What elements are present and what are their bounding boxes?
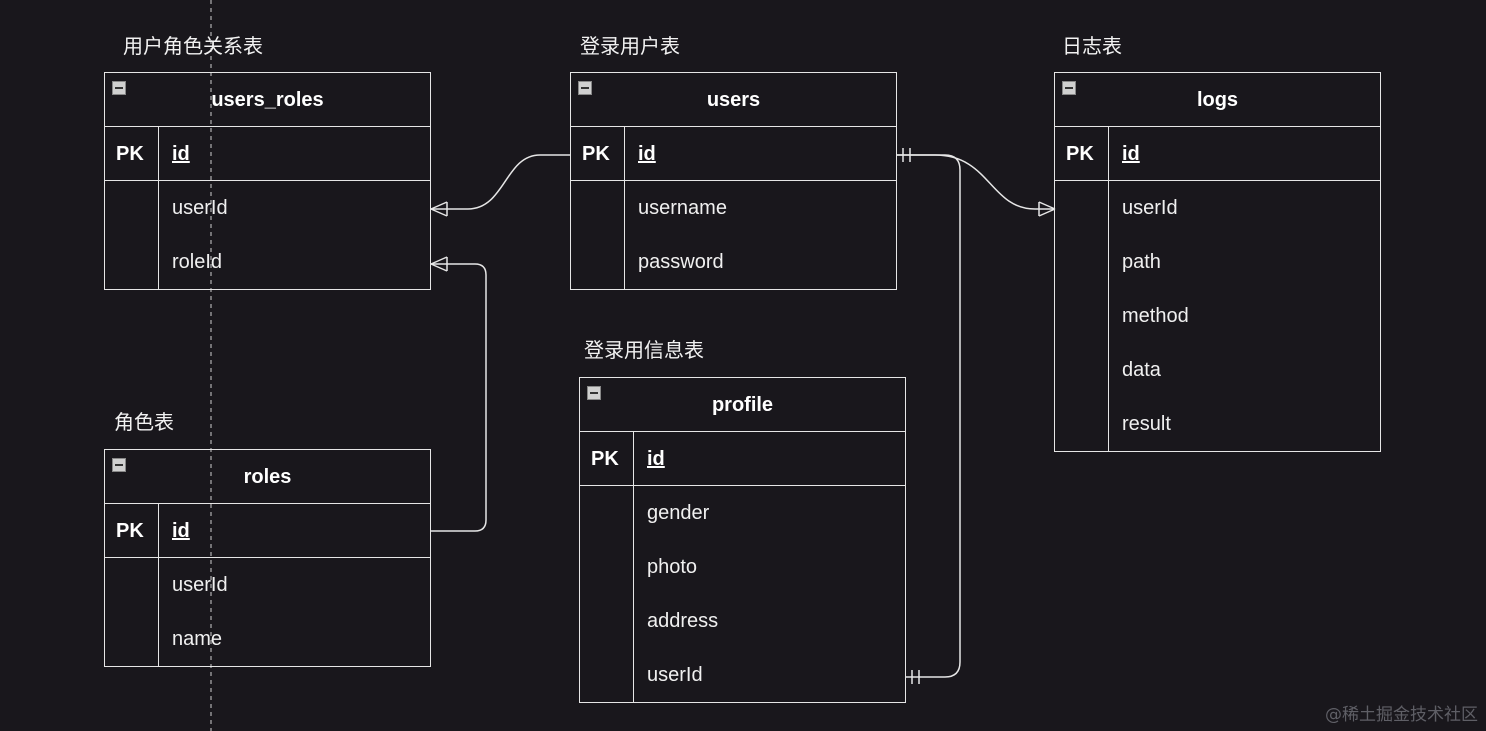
attribute-list: userId name — [105, 558, 430, 666]
collapse-icon[interactable] — [1062, 81, 1076, 95]
caption-roles: 角色表 — [114, 410, 174, 434]
pk-label: PK — [591, 448, 619, 470]
entity-header[interactable]: users — [571, 73, 896, 127]
key-column — [580, 432, 634, 485]
entity-users-roles[interactable]: users_roles PK id userId roleId — [104, 72, 431, 290]
rel-users-users-roles — [430, 154, 571, 217]
key-column — [105, 181, 159, 289]
entity-header[interactable]: users_roles — [105, 73, 430, 127]
entity-name: roles — [243, 466, 292, 488]
attribute-row[interactable]: userId — [647, 664, 703, 686]
entity-header[interactable]: roles — [105, 450, 430, 504]
attribute-row[interactable]: name — [172, 628, 223, 650]
pk-field: id — [638, 143, 656, 165]
entity-roles[interactable]: roles PK id userId name — [104, 449, 431, 667]
collapse-icon[interactable] — [112, 81, 126, 95]
caption-users-roles: 用户角色关系表 — [123, 34, 263, 58]
entity-users[interactable]: users PK id username password — [570, 72, 897, 290]
rel-roles-users-roles — [430, 256, 487, 532]
pk-row[interactable]: PK id — [105, 127, 430, 181]
key-column — [105, 504, 159, 557]
attribute-row[interactable]: roleId — [172, 251, 223, 273]
attribute-row[interactable]: address — [647, 610, 719, 632]
pk-label: PK — [116, 520, 144, 542]
pk-label: PK — [116, 143, 144, 165]
pk-field: id — [172, 520, 190, 542]
collapse-icon[interactable] — [587, 386, 601, 400]
key-column — [105, 127, 159, 180]
pk-label: PK — [582, 143, 610, 165]
entity-name: users_roles — [211, 89, 324, 111]
pk-row[interactable]: PK id — [580, 432, 905, 486]
caption-users: 登录用户表 — [580, 34, 680, 58]
entity-profile[interactable]: profile PK id gender photo address userI… — [579, 377, 906, 703]
attribute-list: userId roleId — [105, 181, 430, 289]
collapse-icon[interactable] — [578, 81, 592, 95]
pk-row[interactable]: PK id — [1055, 127, 1380, 181]
attribute-list: userId path method data result — [1055, 181, 1380, 451]
entity-name: logs — [1196, 89, 1239, 111]
pk-field: id — [647, 448, 665, 470]
attribute-row[interactable]: userId — [172, 574, 228, 596]
rel-users-logs — [897, 148, 1056, 217]
entity-name: users — [706, 89, 761, 111]
attribute-row[interactable]: data — [1122, 359, 1161, 381]
attribute-row[interactable]: gender — [647, 502, 710, 524]
key-column — [1055, 127, 1109, 180]
key-column — [580, 486, 634, 702]
key-column — [571, 181, 625, 289]
key-column — [571, 127, 625, 180]
pk-field: id — [1122, 143, 1140, 165]
attribute-row[interactable]: userId — [172, 197, 228, 219]
collapse-icon[interactable] — [112, 458, 126, 472]
attribute-row[interactable]: photo — [647, 556, 698, 578]
pk-label: PK — [1066, 143, 1094, 165]
key-column — [105, 558, 159, 666]
entity-header[interactable]: profile — [580, 378, 905, 432]
caption-profile: 登录用信息表 — [584, 338, 704, 362]
attribute-list: username password — [571, 181, 896, 289]
attribute-list: gender photo address userId — [580, 486, 905, 702]
caption-logs: 日志表 — [1062, 34, 1122, 58]
rel-users-profile — [897, 154, 961, 684]
attribute-row[interactable]: path — [1122, 251, 1161, 273]
entity-logs[interactable]: logs PK id userId path method data resul… — [1054, 72, 1381, 452]
attribute-row[interactable]: password — [638, 251, 724, 273]
attribute-row[interactable]: result — [1122, 413, 1171, 435]
pk-row[interactable]: PK id — [571, 127, 896, 181]
pk-field: id — [172, 143, 190, 165]
attribute-row[interactable]: method — [1122, 305, 1189, 327]
attribute-row[interactable]: username — [638, 197, 727, 219]
watermark: @稀土掘金技术社区 — [1325, 705, 1478, 725]
attribute-row[interactable]: userId — [1122, 197, 1178, 219]
key-column — [1055, 181, 1109, 451]
entity-name: profile — [711, 394, 774, 416]
entity-header[interactable]: logs — [1055, 73, 1380, 127]
pk-row[interactable]: PK id — [105, 504, 430, 558]
